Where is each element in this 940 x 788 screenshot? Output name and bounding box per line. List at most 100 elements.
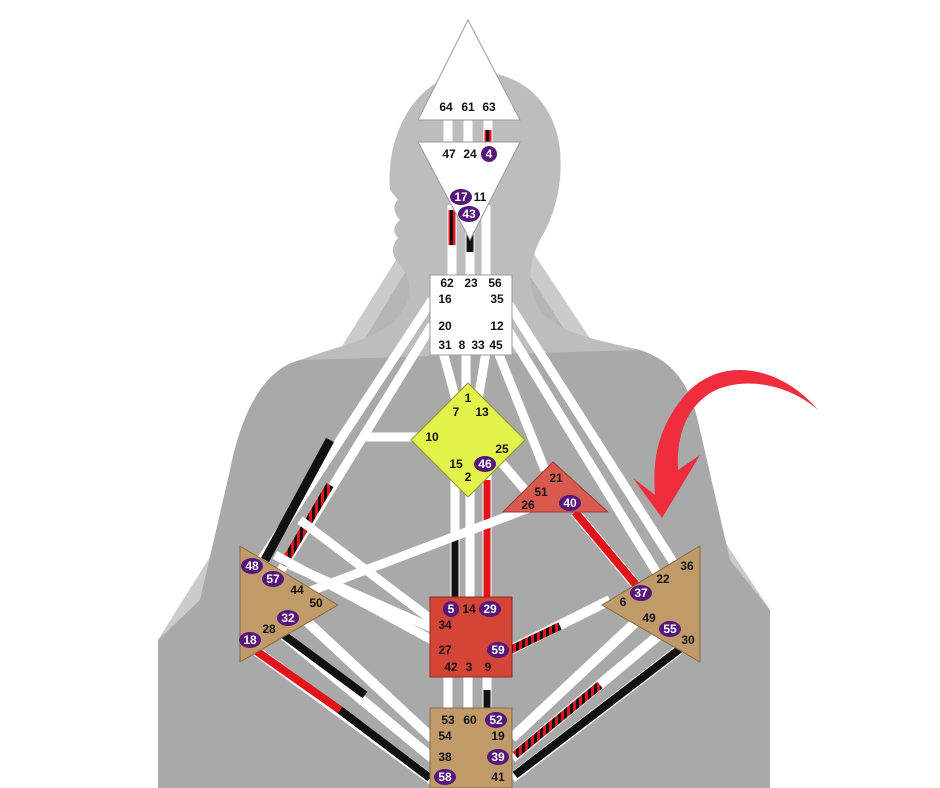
gate-25: 25 — [495, 442, 509, 456]
gate-7: 7 — [453, 405, 460, 419]
gate-16: 16 — [438, 292, 452, 306]
gate-number: 5 — [448, 602, 455, 616]
gate-11: 11 — [474, 190, 487, 204]
gate-number: 45 — [489, 338, 503, 352]
gate-31: 31 — [438, 338, 452, 352]
gate-48: 48 — [241, 558, 263, 574]
gate-number: 29 — [483, 602, 497, 616]
channel-18-58-red — [252, 646, 343, 714]
gate-number: 23 — [464, 276, 478, 290]
channel-21-45 — [493, 350, 550, 472]
gate-number: 8 — [459, 338, 466, 352]
gate-number: 13 — [475, 405, 489, 419]
gate-56: 56 — [488, 276, 502, 290]
gate-number: 64 — [439, 100, 453, 114]
gate-number: 59 — [491, 643, 505, 657]
channel-18-58-black — [337, 706, 433, 782]
gate-number: 12 — [490, 319, 504, 333]
gate-number: 19 — [491, 729, 505, 743]
gate-9: 9 — [485, 660, 492, 674]
gate-28: 28 — [262, 622, 276, 636]
gate-number: 22 — [656, 572, 670, 586]
gate-number: 46 — [478, 457, 492, 471]
gate-number: 31 — [438, 338, 452, 352]
gate-34: 34 — [438, 618, 452, 632]
gate-number: 24 — [463, 147, 477, 161]
gate-number: 52 — [489, 713, 503, 727]
channel-34-10 — [297, 516, 435, 624]
gate-46: 46 — [474, 456, 496, 472]
gate-number: 49 — [642, 611, 656, 625]
channel-13-33 — [473, 351, 491, 401]
gate-number: 26 — [521, 498, 535, 512]
channel-35-36 — [501, 295, 679, 568]
active-gate-marker — [458, 206, 480, 222]
active-gate-marker — [659, 621, 681, 637]
g-center — [410, 382, 526, 498]
gate-number: 7 — [453, 405, 460, 419]
gate-51: 51 — [534, 485, 548, 499]
gate-37: 37 — [630, 585, 652, 601]
gate-55: 55 — [659, 621, 681, 637]
head-silhouette — [290, 71, 660, 430]
ajna-center — [417, 141, 521, 242]
gate-32: 32 — [277, 610, 299, 626]
gate-number: 30 — [681, 633, 695, 647]
active-gate-marker — [277, 610, 299, 626]
gate-number: 40 — [563, 496, 577, 510]
gate-57: 57 — [262, 571, 284, 587]
gate-29: 29 — [479, 601, 501, 617]
gate-50: 50 — [309, 596, 323, 610]
gate-number: 10 — [425, 430, 439, 444]
gate-number: 37 — [634, 586, 648, 600]
gate-number: 2 — [465, 470, 472, 484]
gate-number: 14 — [462, 602, 476, 616]
gate-14: 14 — [462, 602, 476, 616]
gate-22: 22 — [656, 572, 670, 586]
active-gate-marker — [481, 146, 497, 162]
active-gate-marker — [434, 769, 456, 785]
gate-44: 44 — [290, 583, 304, 597]
gate-number: 62 — [440, 276, 454, 290]
centers — [239, 18, 701, 788]
active-gate-marker — [485, 712, 507, 728]
gate-63: 63 — [482, 100, 496, 114]
gate-23: 23 — [464, 276, 478, 290]
gate-27: 27 — [438, 643, 452, 657]
gate-20: 20 — [438, 319, 452, 333]
gate-49: 49 — [642, 611, 656, 625]
gate-number: 34 — [438, 618, 452, 632]
channel-28-38-black — [277, 628, 368, 699]
active-gate-marker — [474, 456, 496, 472]
gate-6: 6 — [620, 595, 627, 609]
channel-40-37-active — [571, 509, 641, 589]
channel-30-41-black — [512, 641, 688, 779]
channel-55-39-active — [512, 681, 603, 759]
gate-39: 39 — [487, 749, 509, 765]
gate-number: 43 — [462, 207, 476, 221]
gate-number: 56 — [488, 276, 502, 290]
gate-1: 1 — [465, 391, 472, 405]
active-gate-marker — [487, 749, 509, 765]
gate-13: 13 — [475, 405, 489, 419]
gate-number: 53 — [441, 713, 455, 727]
gate-64: 64 — [439, 100, 453, 114]
gate-number: 42 — [444, 660, 458, 674]
gate-47: 47 — [442, 147, 456, 161]
channel-32-54 — [296, 611, 436, 742]
gate-number: 51 — [534, 485, 548, 499]
gate-number: 32 — [281, 611, 295, 625]
gate-number: 38 — [438, 750, 452, 764]
gate-number: 63 — [482, 100, 496, 114]
gate-number: 35 — [490, 292, 504, 306]
gate-number: 6 — [620, 595, 627, 609]
gate-19: 19 — [491, 729, 505, 743]
active-gate-marker — [262, 571, 284, 587]
gate-number: 36 — [680, 559, 694, 573]
active-gate-marker — [443, 601, 459, 617]
gate-40: 40 — [559, 495, 581, 511]
gate-21: 21 — [549, 471, 563, 485]
gate-3: 3 — [466, 660, 473, 674]
gate-number: 18 — [243, 633, 257, 647]
